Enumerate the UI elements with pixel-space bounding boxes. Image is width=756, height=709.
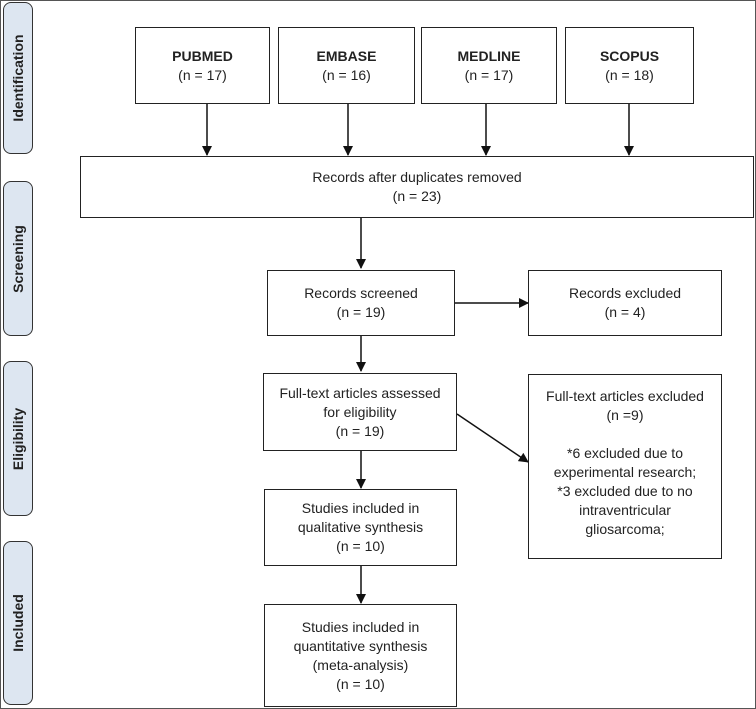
records-excluded-box: Records excluded (n = 4) (528, 270, 722, 336)
box-line: experimental research; (553, 464, 697, 480)
phase-included: Included (3, 541, 33, 705)
source-name: MEDLINE (457, 47, 521, 64)
phase-eligibility: Eligibility (3, 361, 33, 516)
box-line: (n = 4) (604, 304, 646, 320)
box-line: Full-text articles assessed (279, 384, 441, 401)
box-line: intraventricular (579, 502, 671, 518)
source-box-scopus: SCOPUS (n = 18) (565, 27, 694, 104)
box-line: *6 excluded due to (567, 445, 683, 461)
source-box-pubmed: PUBMED (n = 17) (135, 27, 270, 104)
box-line: (meta-analysis) (312, 656, 409, 673)
box-line: (n = 19) (336, 304, 386, 320)
source-count: (n = 18) (605, 66, 654, 83)
box-line: Records excluded (568, 285, 682, 301)
source-count: (n = 17) (178, 66, 227, 83)
source-name: SCOPUS (599, 47, 660, 64)
box-line: (n = 23) (392, 188, 442, 204)
source-count: (n = 17) (464, 66, 514, 83)
qualitative-synthesis-box: Studies included in qualitative synthesi… (264, 489, 457, 566)
box-line: (n = 10) (336, 675, 385, 692)
phase-screening: Screening (3, 181, 33, 336)
box-line: (n = 19) (335, 422, 385, 439)
source-box-medline: MEDLINE (n = 17) (421, 27, 557, 104)
box-line: (n =9) (606, 407, 644, 423)
duplicates-removed-box: Records after duplicates removed (n = 23… (80, 156, 754, 218)
fulltext-assessed-box: Full-text articles assessed for eligibil… (263, 373, 457, 451)
box-line: Studies included in (301, 618, 420, 635)
source-count: (n = 16) (322, 66, 371, 83)
arrow-to-fulltext-excluded (456, 413, 529, 463)
fulltext-excluded-box: Full-text articles excluded (n =9) *6 ex… (528, 374, 722, 559)
box-line: Studies included in (301, 500, 420, 516)
source-name: EMBASE (316, 47, 377, 64)
phase-identification: Identification (3, 2, 33, 154)
box-line: gliosarcoma; (585, 521, 665, 537)
records-screened-box: Records screened (n = 19) (267, 270, 455, 336)
box-line: quantitative synthesis (293, 637, 428, 654)
quantitative-synthesis-box: Studies included in quantitative synthes… (264, 604, 457, 707)
box-line: Full-text articles excluded (546, 388, 704, 404)
box-line: for eligibility (323, 403, 397, 420)
box-line: *3 excluded due to no (557, 483, 693, 499)
box-line: Records after duplicates removed (312, 169, 522, 185)
box-line: qualitative synthesis (297, 519, 424, 535)
source-name: PUBMED (172, 47, 233, 64)
source-box-embase: EMBASE (n = 16) (278, 27, 415, 104)
box-line: Records screened (304, 285, 418, 301)
box-line: (n = 10) (336, 538, 385, 554)
